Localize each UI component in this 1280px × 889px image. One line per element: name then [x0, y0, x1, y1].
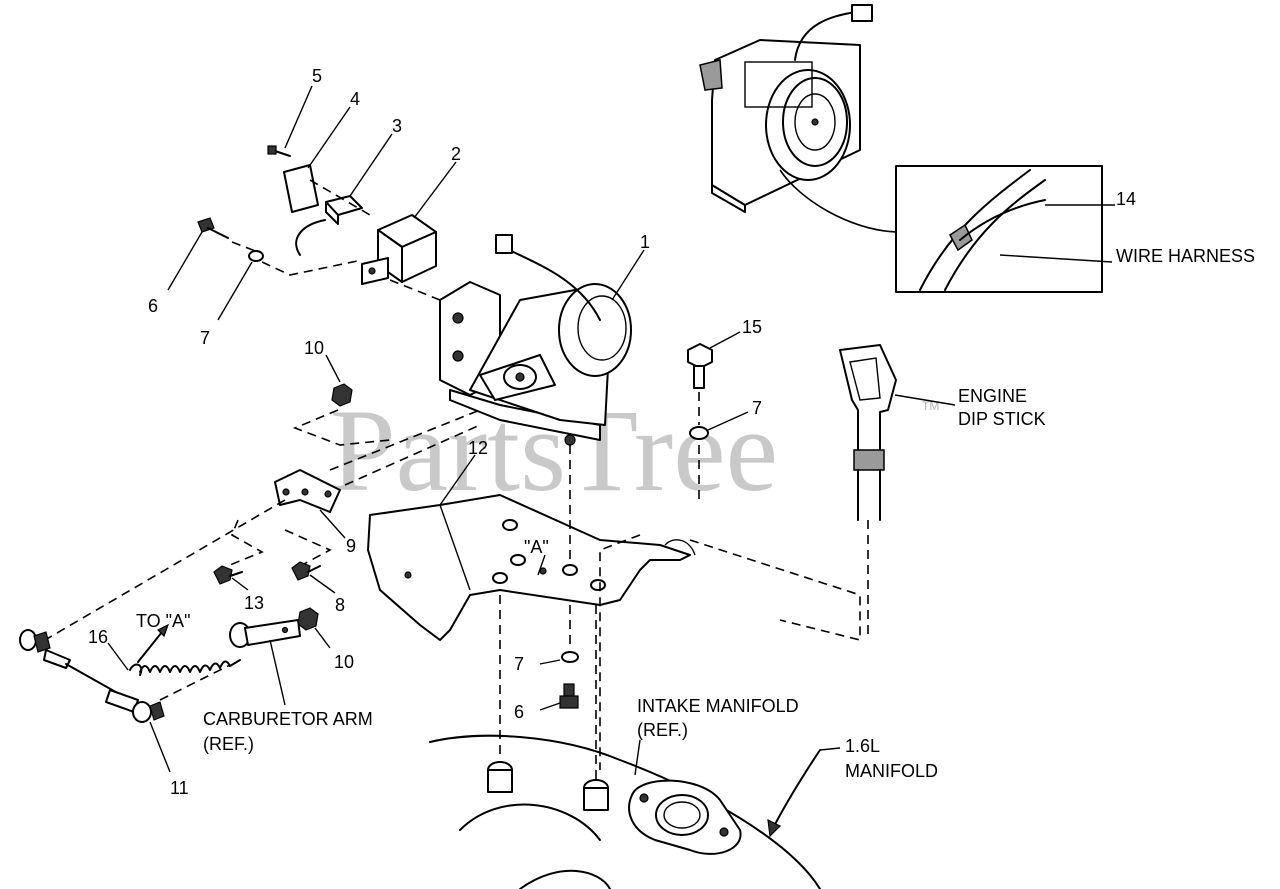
label-to-a: TO "A" — [136, 611, 190, 631]
callout-12: 12 — [468, 438, 488, 458]
callout-9: 9 — [346, 536, 356, 556]
part-5-screw — [267, 85, 313, 157]
engine-dip-stick — [839, 344, 956, 521]
callout-numbers: 5 4 3 2 1 6 7 10 15 7 12 9 13 8 16 10 7 … — [88, 66, 1136, 798]
part-10-nut-upper — [292, 354, 391, 446]
label-wire-harness: WIRE HARNESS — [1116, 246, 1255, 266]
label-engine: ENGINE — [958, 386, 1027, 406]
label-dip-stick: DIP STICK — [958, 409, 1046, 429]
part-16-spring — [107, 623, 241, 676]
part-13-screw — [213, 565, 249, 591]
part-4-plate — [283, 106, 351, 213]
callout-16: 16 — [88, 627, 108, 647]
callout-5: 5 — [312, 66, 322, 86]
text-labels: WIRE HARNESS ENGINE DIP STICK "A" TO "A"… — [136, 246, 1255, 781]
watermark-trademark: TM — [922, 399, 939, 413]
callout-1: 1 — [640, 232, 650, 252]
part-7-washer-lower — [539, 605, 579, 665]
callout-15: 15 — [742, 317, 762, 337]
callout-4: 4 — [350, 89, 360, 109]
part-6-screw-upper — [167, 217, 441, 321]
label-intake-manifold-ref: (REF.) — [637, 720, 688, 740]
part-2-block — [361, 161, 457, 285]
callout-11: 11 — [170, 778, 189, 798]
callout-2: 2 — [451, 144, 461, 164]
intake-manifold — [429, 595, 841, 889]
part-3-module — [295, 133, 393, 256]
detail-inset-box — [779, 165, 1115, 293]
callout-10b: 10 — [334, 652, 354, 672]
callout-10a: 10 — [304, 338, 324, 358]
callout-14: 14 — [1116, 189, 1136, 209]
part-15-bolt — [687, 331, 749, 505]
part-11-linkage — [19, 629, 231, 773]
callout-7b: 7 — [752, 398, 762, 418]
label-carburetor-arm: CARBURETOR ARM — [203, 709, 373, 729]
part-6-screw-lower — [539, 683, 579, 711]
callout-8: 8 — [335, 595, 345, 615]
callout-3: 3 — [392, 116, 402, 136]
part-1-governor — [439, 234, 645, 446]
carburetor-arm — [229, 619, 301, 706]
part-10-nut-lower — [297, 607, 331, 649]
callout-6b: 6 — [514, 702, 524, 722]
label-intake-manifold: INTAKE MANIFOLD — [637, 696, 799, 716]
label-manifold: MANIFOLD — [845, 761, 938, 781]
part-9-bracket — [44, 409, 481, 641]
callout-7a: 7 — [200, 328, 210, 348]
label-carburetor-arm-ref: (REF.) — [203, 734, 254, 754]
inset-assembly — [699, 4, 873, 213]
part-8-screw — [291, 561, 336, 594]
callout-13: 13 — [244, 593, 264, 613]
label-manifold-size: 1.6L — [845, 736, 880, 756]
label-ref-a: "A" — [524, 537, 549, 557]
part-12-bracket — [367, 445, 869, 770]
callout-6a: 6 — [148, 296, 158, 316]
callout-7c: 7 — [514, 654, 524, 674]
